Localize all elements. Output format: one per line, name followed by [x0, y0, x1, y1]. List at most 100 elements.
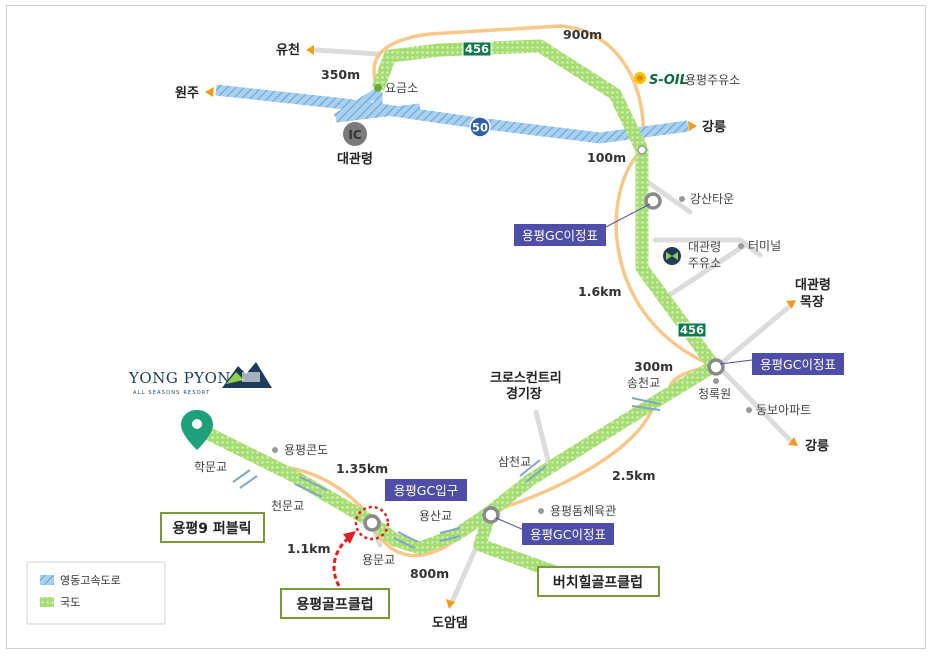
road-to-gangneung-bottom	[715, 363, 793, 443]
gc-entrance-box[interactable]: 용평GC입구	[385, 479, 467, 501]
road-gangsan	[639, 175, 693, 215]
bridge-mark-cheonmun	[294, 476, 328, 498]
tollgate-dot	[374, 84, 382, 92]
place-cross-country-line1: 크로스컨트리	[490, 370, 562, 386]
gc-entrance-highlight	[354, 505, 390, 541]
hub-sign3[interactable]	[482, 506, 500, 524]
hub-sign1[interactable]	[644, 192, 662, 210]
sign-box-2-label: 용평GC이정표	[760, 357, 836, 372]
national-road-birchhill	[473, 510, 558, 579]
place-station-line2: 주유소	[688, 256, 721, 270]
ic-badge-circle	[343, 122, 367, 146]
poi-dot-dongbo	[746, 407, 752, 413]
road-to-yucheon	[313, 47, 381, 57]
bridge-songcheon: 송천교	[627, 375, 660, 390]
legend-swatch-expressway	[40, 575, 54, 585]
golfclub-yongpyong9[interactable]: 용평9 퍼블릭	[160, 512, 265, 543]
legend-box	[26, 561, 166, 625]
sign-box-2[interactable]: 용평GC이정표	[752, 353, 844, 375]
national-road	[202, 39, 720, 579]
hub-gc-entrance[interactable]	[363, 514, 381, 532]
arrow-wonju	[205, 87, 214, 97]
place-station-line1: 대관령	[688, 240, 721, 254]
dest-gangneung-bottom: 강릉	[805, 438, 829, 454]
place-yongpyong-gym: 용평돔체육관	[550, 504, 616, 518]
legend-label-national: 국도	[60, 596, 80, 609]
bridge-mark-yongsan	[439, 527, 461, 542]
dist-800m: 800m	[410, 566, 449, 581]
dest-ranch-line2: 목장	[800, 294, 824, 310]
arrow-yucheon	[306, 45, 314, 55]
ic-badge: IC	[343, 122, 367, 146]
dist-11km: 1.1km	[287, 541, 330, 556]
golfclub-yongpyong[interactable]: 용평골프클럽	[280, 588, 390, 619]
gas-station-icon	[663, 247, 681, 265]
national-road-456	[371, 39, 720, 370]
bridge-mark-songcheon	[631, 397, 661, 411]
arrow-ranch	[786, 300, 796, 309]
route-badge-456-mid-label: 456	[680, 323, 704, 337]
soil-logo-text: S-OIL	[649, 73, 688, 88]
location-pin-icon	[181, 410, 213, 450]
ic-name: 대관령	[337, 151, 373, 167]
brand-name: YONG PYONG	[128, 369, 243, 387]
place-yongpyong-condo: 용평콘도	[284, 443, 328, 457]
poi-dots	[272, 196, 752, 514]
route-badge-456-top-label: 456	[465, 42, 489, 56]
dest-wonju: 원주	[175, 86, 199, 101]
national-road-main	[202, 360, 718, 555]
sign-box-3-label: 용평GC이정표	[530, 527, 606, 542]
bridge-yongsan: 용산교	[419, 509, 452, 523]
ic-badge-label: IC	[348, 128, 361, 142]
gc-entrance-label: 용평GC입구	[394, 483, 458, 498]
dest-yucheon: 유천	[276, 43, 300, 58]
road-terminal-2	[659, 242, 748, 303]
bridge-cheonmun: 천문교	[271, 498, 304, 513]
road-to-ranch	[715, 303, 793, 369]
bridge-samcheon: 삼천교	[498, 454, 531, 469]
bridge-mark-yongmun	[393, 531, 419, 549]
sign-box-3[interactable]: 용평GC이정표	[522, 523, 614, 545]
dist-100m: 100m	[587, 150, 626, 165]
curve-2500m	[488, 400, 657, 514]
golfclub-birchhill-label: 버치힐골프클럽	[553, 574, 643, 591]
hub-sign2[interactable]	[707, 358, 725, 376]
golfclub-yongpyong9-label: 용평9 퍼블릭	[172, 520, 251, 537]
sign3-leader	[495, 517, 525, 531]
sign1-leader	[599, 203, 651, 231]
poi-dot-condo	[272, 447, 278, 453]
soil-logo-icon	[634, 72, 646, 84]
arrow-gangneung-bottom	[788, 437, 798, 446]
route-badge-456-mid: 456	[677, 322, 707, 338]
route-badge-50-label: 50	[472, 121, 488, 135]
bridge-yongmun: 용문교	[362, 553, 395, 567]
place-tollgate: 요금소	[385, 81, 418, 95]
dist-900m: 900m	[563, 27, 602, 42]
route-badge-50: 50	[469, 116, 491, 138]
route-badge-456-top: 456	[462, 41, 492, 57]
place-terminal: 터미널	[748, 239, 781, 253]
curve-900m	[372, 24, 645, 152]
golfclub-yongpyong-label: 용평골프클럽	[296, 596, 373, 613]
direction-arrows	[205, 45, 798, 609]
sign-box-1[interactable]: 용평GC이정표	[514, 224, 606, 246]
dest-gangneung-top: 강릉	[702, 119, 726, 135]
brand-tagline: ALL SEASONS RESORT	[133, 390, 210, 396]
sign2-leader	[719, 359, 753, 365]
ic-ramp-2	[335, 103, 421, 123]
curve-1600m	[614, 148, 716, 368]
dist-135km: 1.35km	[336, 461, 388, 476]
legend-swatch-national	[40, 597, 54, 607]
place-dongbo-apt: 동보아파트	[756, 403, 811, 417]
place-cross-country-line2: 경기장	[506, 386, 542, 402]
arrow-gangneung-top	[688, 121, 697, 131]
legend-label-expressway: 영동고속도로	[60, 574, 121, 587]
place-cheongnogwon: 청록원	[698, 387, 731, 401]
golfclub-birchhill[interactable]: 버치힐골프클럽	[537, 566, 660, 597]
bridge-mark-hakmun	[232, 469, 258, 489]
yongpyong-logo: YONG PYONG ALL SEASONS RESORT	[128, 362, 272, 396]
bridge-mark-samcheon	[519, 459, 547, 483]
poi-dot-terminal	[738, 243, 744, 249]
